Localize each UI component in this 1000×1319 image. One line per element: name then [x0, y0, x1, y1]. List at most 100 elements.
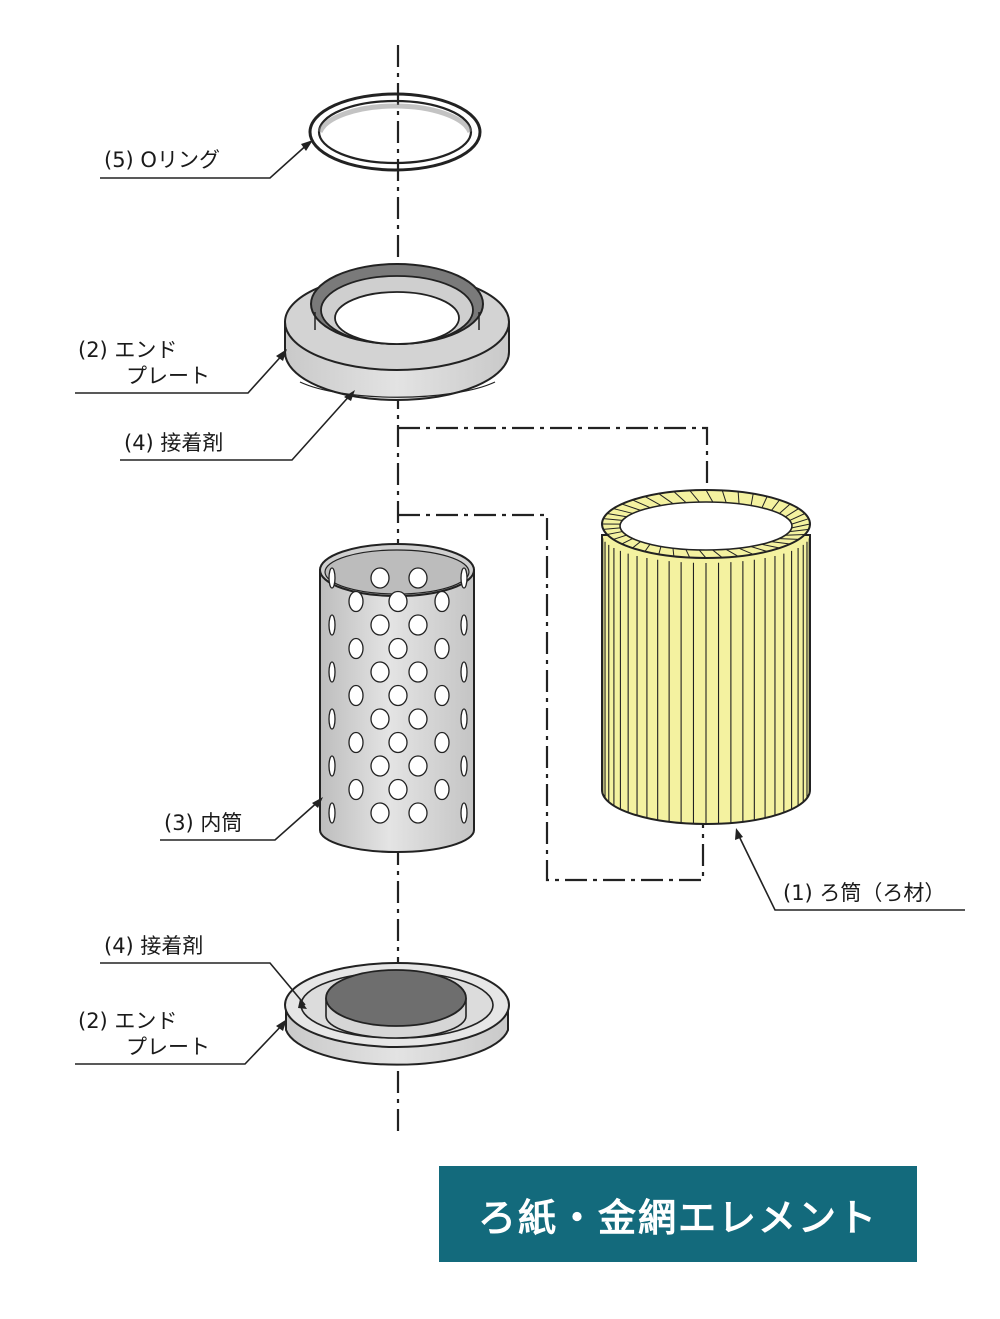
pleat-fold — [737, 491, 740, 504]
leader-end-plate-top — [75, 351, 286, 394]
pleat-fold — [712, 549, 723, 558]
pleat-fold — [779, 538, 799, 540]
perforation-hole — [460, 567, 468, 589]
perforation-hole — [348, 778, 364, 801]
perforation-hole — [328, 661, 336, 683]
perforation-hole — [348, 637, 364, 660]
label-end-plate-top-line1: (2) エンド — [78, 338, 178, 362]
inner-tube-part — [319, 543, 475, 853]
pleat-fold — [725, 548, 739, 557]
leader-o-ring — [100, 141, 311, 179]
pleat-fold — [785, 508, 799, 518]
pleat-fold — [644, 543, 651, 552]
perforation-hole — [408, 661, 428, 683]
o-ring-part — [308, 92, 482, 172]
label-o-ring: (5) Oリング — [104, 148, 220, 172]
perforation-hole — [434, 590, 450, 613]
title-text: ろ紙・金網エレメント — [477, 1195, 878, 1240]
perforation-hole — [328, 567, 336, 589]
label-inner-tube: (3) 内筒 — [164, 811, 243, 835]
perforation-hole — [328, 755, 336, 777]
label-end-plate-bottom-line1: (2) エンド — [78, 1009, 178, 1033]
pleat-fold — [761, 496, 768, 508]
pleat-fold — [621, 503, 641, 511]
pleat-fold — [672, 548, 675, 557]
connector-inner-to-filter — [398, 513, 705, 882]
top-end-plate-part — [284, 263, 510, 401]
pleat-fold — [658, 546, 662, 555]
perforation-hole — [348, 731, 364, 754]
label-end-plate-bottom-line2: プレート — [126, 1035, 210, 1059]
pleat-fold — [789, 528, 809, 533]
leader-inner-tube — [160, 799, 321, 841]
pleat-fold — [621, 538, 633, 545]
label-adhesive-bottom: (4) 接着剤 — [104, 934, 204, 958]
perforation-hole — [460, 661, 468, 683]
connector-top-plate-to-filter — [398, 426, 709, 515]
pleat-fold — [779, 503, 791, 514]
perforation-hole — [434, 731, 450, 754]
perforation-hole — [328, 802, 336, 824]
pleat-fold — [673, 491, 687, 504]
perforation-hole — [408, 567, 428, 589]
perforation-hole — [460, 802, 468, 824]
pleat-fold — [606, 531, 623, 535]
perforation-hole — [370, 614, 390, 636]
label-adhesive-top: (4) 接着剤 — [124, 431, 224, 455]
pleat-fold — [750, 546, 768, 552]
perforation-hole — [434, 637, 450, 660]
pleat-fold — [705, 489, 714, 503]
perforation-hole — [388, 684, 408, 707]
leader-end-plate-bottom — [75, 1021, 286, 1065]
perforation-hole — [408, 755, 428, 777]
perforation-hole — [370, 661, 390, 683]
perforation-hole — [408, 802, 428, 824]
pleat-fold — [698, 549, 707, 559]
label-filter-tube: (1) ろ筒（ろ材） — [783, 881, 946, 905]
leader-adhesive-bottom — [100, 962, 306, 1006]
leader-filter-tube — [736, 831, 965, 911]
perforation-hole — [370, 802, 390, 824]
perforation-hole — [408, 614, 428, 636]
perforation-hole — [388, 590, 408, 613]
perforation-hole — [460, 755, 468, 777]
leader-lines — [75, 141, 965, 1065]
pleat-fold — [738, 547, 754, 555]
pleat-fold — [791, 523, 811, 529]
perforation-hole — [460, 614, 468, 636]
perforation-hole — [388, 778, 408, 801]
pleat-fold — [689, 490, 700, 503]
perforation-hole — [460, 708, 468, 730]
title-banner: ろ紙・金網エレメント — [439, 1166, 917, 1262]
pleat-fold — [771, 541, 791, 545]
pleat-fold — [603, 518, 623, 521]
perforation-hole — [328, 708, 336, 730]
perforation-hole — [388, 637, 408, 660]
pleat-fold — [607, 513, 627, 518]
pleat-fold — [603, 527, 621, 530]
pleat-fold — [791, 518, 809, 525]
perforation-hole — [434, 684, 450, 707]
pleat-fold — [613, 508, 633, 514]
pleat-fold — [613, 534, 627, 540]
perforation-hole — [370, 567, 390, 589]
pleat-fold — [632, 499, 651, 509]
perforation-hole — [388, 731, 408, 754]
perforation-hole — [348, 684, 364, 707]
pleat-fold — [658, 493, 674, 505]
pleat-fold — [771, 499, 780, 511]
perforation-hole — [370, 708, 390, 730]
pleat-fold — [785, 534, 805, 536]
bottom-end-plate-part — [284, 962, 510, 1066]
pleat-fold — [721, 490, 727, 503]
pleat-fold — [644, 496, 662, 506]
pleat-fold — [685, 549, 691, 558]
perforation-hole — [370, 755, 390, 777]
label-end-plate-top-line2: プレート — [126, 364, 210, 388]
leader-adhesive-top — [120, 392, 353, 461]
pleat-fold — [789, 513, 806, 521]
leader-arrowheads — [276, 140, 743, 1031]
perforation-hole — [348, 590, 364, 613]
perforation-hole — [434, 778, 450, 801]
